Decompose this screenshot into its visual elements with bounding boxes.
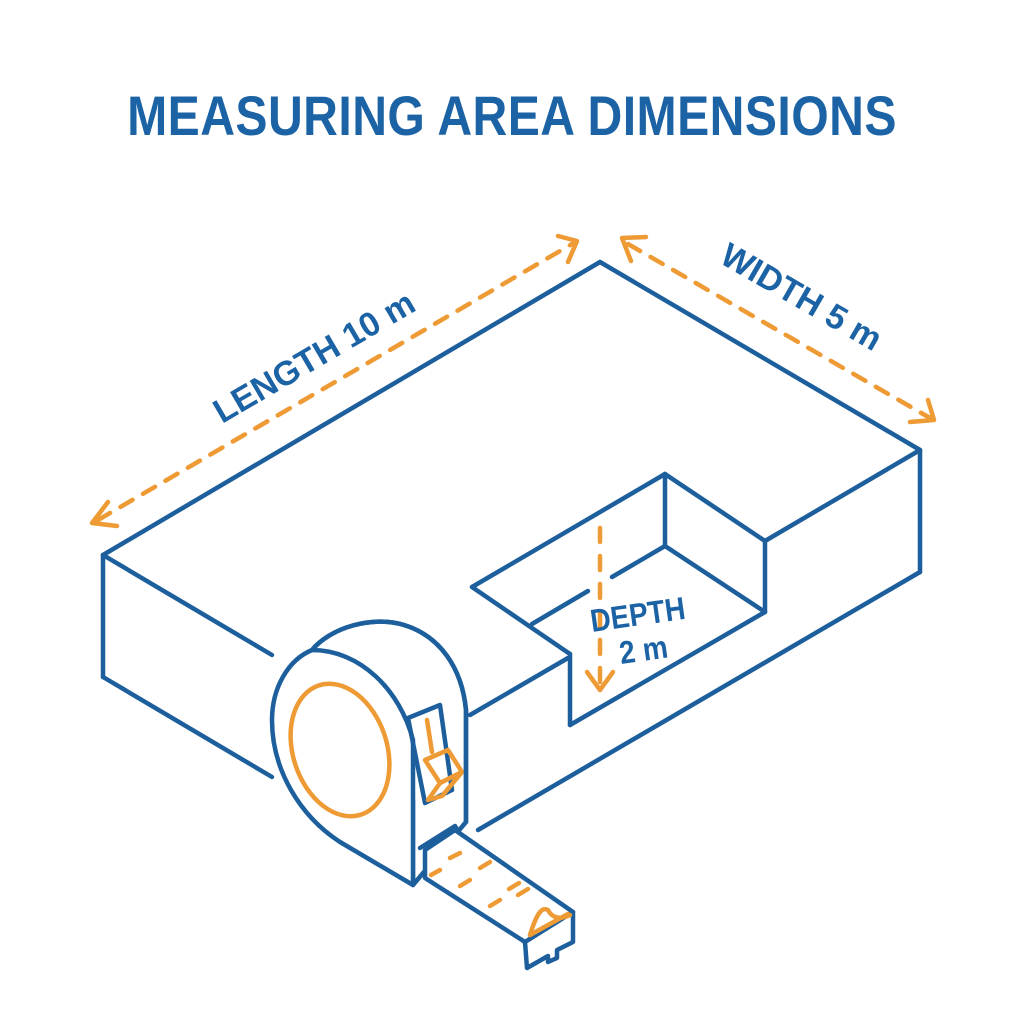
depth-label-line1: DEPTH: [588, 591, 687, 639]
depth-dimension-arrow: [584, 525, 616, 693]
tape-measure-outline: [309, 619, 469, 825]
slab-block: [100, 259, 923, 833]
tape-measure-icon: [269, 619, 576, 971]
width-dimension-arrow: [619, 234, 937, 425]
pit-excavation: [469, 471, 768, 728]
length-label: LENGTH 10 m: [207, 284, 422, 431]
width-label: WIDTH 5 m: [714, 236, 888, 359]
depth-label-line2: 2 m: [617, 630, 670, 671]
length-dimension-arrow: [89, 233, 580, 529]
page-title: MEASURING AREA DIMENSIONS: [127, 84, 897, 147]
